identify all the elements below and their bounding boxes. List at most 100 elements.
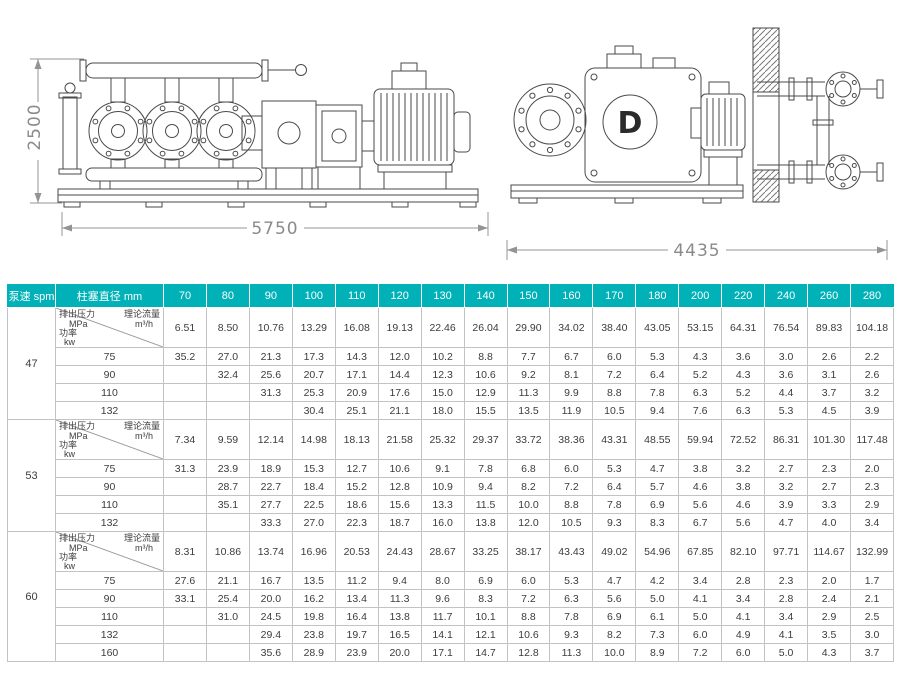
header-diameter: 70 bbox=[163, 284, 207, 308]
pressure-value: 29.4 bbox=[248, 625, 293, 644]
pressure-value: 3.2 bbox=[764, 477, 809, 496]
pressure-value: 2.6 bbox=[850, 365, 894, 384]
pressure-value: 2.4 bbox=[807, 589, 851, 608]
pressure-value: 6.0 bbox=[506, 571, 551, 590]
header-diameter: 220 bbox=[721, 284, 766, 308]
flow-value: 64.31 bbox=[721, 307, 766, 348]
electric-motor bbox=[361, 62, 471, 190]
empty-cell bbox=[205, 401, 250, 420]
pressure-value: 6.9 bbox=[592, 607, 637, 626]
pressure-value: 4.7 bbox=[635, 459, 680, 478]
pressure-value: 8.0 bbox=[420, 571, 465, 590]
header-diameter: 100 bbox=[291, 284, 336, 308]
skid-base-right bbox=[510, 184, 744, 204]
pressure-value: 32.4 bbox=[205, 365, 250, 384]
flow-value: 24.43 bbox=[377, 531, 422, 572]
pressure-value: 15.3 bbox=[291, 459, 336, 478]
pressure-value: 8.8 bbox=[549, 495, 594, 514]
flow-value: 34.02 bbox=[549, 307, 594, 348]
pressure-value: 2.1 bbox=[850, 589, 894, 608]
pressure-value: 2.8 bbox=[764, 589, 809, 608]
pressure-value: 3.9 bbox=[850, 401, 894, 420]
wall-column bbox=[752, 27, 780, 203]
corner-power-unit: kw bbox=[64, 561, 75, 571]
corner-power-unit: kw bbox=[64, 337, 75, 347]
flow-value: 9.59 bbox=[205, 419, 250, 460]
pressure-value: 17.1 bbox=[420, 643, 465, 662]
pressure-value: 25.4 bbox=[205, 589, 250, 608]
pressure-value: 7.2 bbox=[678, 643, 723, 662]
flow-value: 38.36 bbox=[549, 419, 594, 460]
pressure-value: 4.1 bbox=[721, 607, 766, 626]
power-kw-label: 132 bbox=[55, 625, 164, 644]
pressure-value: 3.8 bbox=[721, 477, 766, 496]
flow-value: 89.83 bbox=[807, 307, 851, 348]
empty-cell bbox=[205, 625, 250, 644]
pressure-value: 8.1 bbox=[549, 365, 594, 384]
flow-value: 86.31 bbox=[764, 419, 809, 460]
pressure-value: 3.2 bbox=[721, 459, 766, 478]
pressure-value: 15.5 bbox=[463, 401, 508, 420]
empty-cell bbox=[163, 365, 207, 384]
pressure-value: 2.0 bbox=[807, 571, 851, 590]
pressure-value: 10.0 bbox=[592, 643, 637, 662]
dimension-label-4435: 4435 bbox=[673, 241, 720, 261]
pressure-value: 5.0 bbox=[678, 607, 723, 626]
corner-pressure-label: 排出压力 bbox=[59, 421, 96, 431]
skid-base bbox=[57, 188, 479, 208]
power-kw-label: 132 bbox=[55, 513, 164, 532]
corner-flow-unit: m³/h bbox=[135, 319, 153, 329]
power-kw-label: 75 bbox=[55, 571, 164, 590]
pressure-value: 9.6 bbox=[420, 589, 465, 608]
pressure-value: 6.8 bbox=[506, 459, 551, 478]
pressure-value: 2.9 bbox=[807, 607, 851, 626]
flow-value: 43.43 bbox=[549, 531, 594, 572]
corner-pressure-unit: MPa bbox=[69, 319, 88, 329]
pressure-value: 33.1 bbox=[163, 589, 207, 608]
empty-cell bbox=[163, 513, 207, 532]
pressure-value: 12.9 bbox=[463, 383, 508, 402]
empty-cell bbox=[163, 495, 207, 514]
pressure-value: 13.3 bbox=[420, 495, 465, 514]
pressure-value: 4.2 bbox=[635, 571, 680, 590]
pressure-value: 16.5 bbox=[377, 625, 422, 644]
pressure-value: 4.3 bbox=[807, 643, 851, 662]
flow-value: 21.58 bbox=[377, 419, 422, 460]
flow-value: 22.46 bbox=[420, 307, 465, 348]
flow-value: 97.71 bbox=[764, 531, 809, 572]
pressure-value: 13.8 bbox=[463, 513, 508, 532]
pressure-value: 3.4 bbox=[678, 571, 723, 590]
flow-value: 20.53 bbox=[334, 531, 379, 572]
pressure-value: 10.1 bbox=[463, 607, 508, 626]
brand-logo-d: D bbox=[618, 106, 643, 141]
header-diameter: 110 bbox=[334, 284, 379, 308]
pressure-value: 3.7 bbox=[850, 643, 894, 662]
pressure-value: 3.6 bbox=[721, 347, 766, 366]
pressure-value: 1.7 bbox=[850, 571, 894, 590]
pressure-value: 14.1 bbox=[420, 625, 465, 644]
power-end bbox=[241, 100, 317, 190]
pressure-value: 9.3 bbox=[592, 513, 637, 532]
flow-value: 48.55 bbox=[635, 419, 680, 460]
flow-value: 14.98 bbox=[291, 419, 336, 460]
header-diameter: 200 bbox=[678, 284, 723, 308]
pressure-value: 12.3 bbox=[420, 365, 465, 384]
pressure-value: 9.4 bbox=[377, 571, 422, 590]
pump-speed-value: 53 bbox=[7, 419, 56, 532]
pressure-value: 21.3 bbox=[248, 347, 293, 366]
pressure-value: 8.9 bbox=[635, 643, 680, 662]
pressure-value: 2.0 bbox=[850, 459, 894, 478]
pressure-value: 28.7 bbox=[205, 477, 250, 496]
flow-value: 82.10 bbox=[721, 531, 766, 572]
pressure-value: 5.7 bbox=[635, 477, 680, 496]
corner-power-label: 功率 bbox=[59, 328, 78, 338]
pressure-value: 3.3 bbox=[807, 495, 851, 514]
pressure-value: 3.4 bbox=[721, 589, 766, 608]
pressure-value: 12.8 bbox=[377, 477, 422, 496]
